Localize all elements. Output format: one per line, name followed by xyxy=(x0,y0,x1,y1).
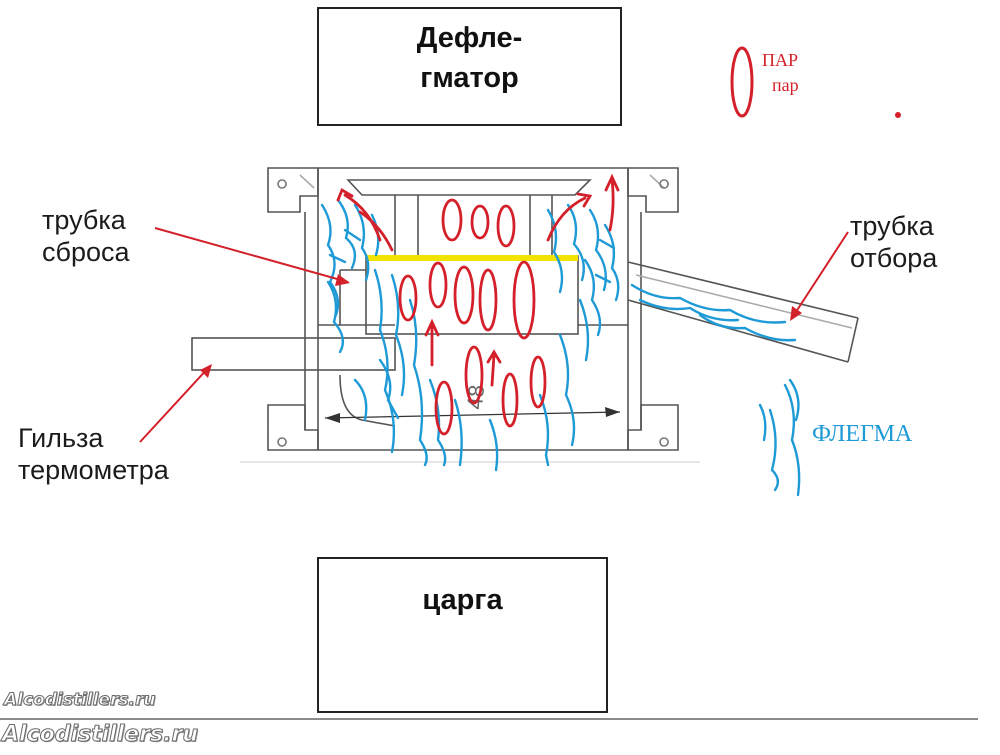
deflegmator-line-1: Дефле- xyxy=(416,22,523,54)
watermark-small: Alcodistillers.ru xyxy=(3,690,156,711)
label-trubka-sbrosa: трубка сброса xyxy=(42,204,130,268)
vapor-flow xyxy=(336,173,620,436)
legend-par-upper: ПАР xyxy=(762,50,799,70)
head-drawing xyxy=(191,167,859,463)
deflegmator-title: Дефле- гматор xyxy=(318,18,621,98)
top-cap xyxy=(346,179,592,196)
bottom-flange-right xyxy=(627,404,679,451)
trubka-otbora-line-1: трубка xyxy=(850,211,934,241)
deflegmator-box xyxy=(317,7,622,126)
label-trubka-otbora: трубка отбора xyxy=(850,210,937,274)
pointer-trubka-sbrosa xyxy=(154,227,349,283)
top-flange-left xyxy=(267,167,319,213)
pointer-lines xyxy=(139,227,849,443)
legend-par-lower: пар xyxy=(772,75,799,95)
pointer-trubka-otbora xyxy=(791,231,849,319)
tsarga-box xyxy=(317,557,608,713)
top-flange-right xyxy=(627,167,679,213)
thermometer-sleeve xyxy=(191,337,396,371)
tsarga-title: царга xyxy=(422,584,503,616)
bottom-flange-left xyxy=(267,404,319,451)
phlegm-flow xyxy=(320,198,801,497)
deflegmator-line-2: гматор xyxy=(420,62,519,94)
trubka-sbrosa-line-2: сброса xyxy=(42,237,130,267)
watermark-large: Alcodistillers.ru xyxy=(2,722,199,748)
pointer-gilza xyxy=(139,365,211,443)
gilza-line-2: термометра xyxy=(18,455,169,485)
label-gilza-termometra: Гильза термометра xyxy=(18,422,169,486)
legend-flegma: ФЛЕГМА xyxy=(812,421,913,447)
red-dot xyxy=(895,112,901,118)
gilza-line-1: Гильза xyxy=(18,423,104,453)
trubka-otbora-line-2: отбора xyxy=(850,243,938,273)
trubka-sbrosa-line-1: трубка xyxy=(42,205,126,235)
legend-vapor-oval xyxy=(730,46,754,118)
